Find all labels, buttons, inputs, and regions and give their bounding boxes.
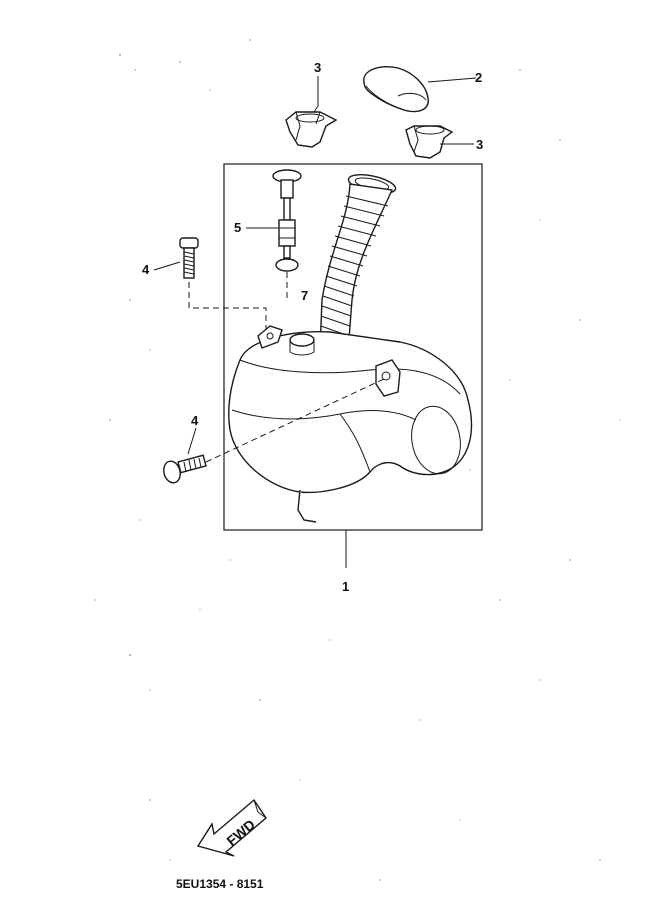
oil-tank-part-1 [228, 325, 473, 523]
callout-part-3-left: 3 [314, 60, 321, 75]
leader-lines [153, 76, 477, 568]
grommet-part-3-left [285, 111, 338, 148]
callout-part-3-right: 3 [476, 137, 483, 152]
callout-part-2: 2 [475, 70, 482, 85]
assembly-line-upper-bolt [188, 282, 267, 330]
assembly-line-lower-bolt [205, 377, 387, 463]
callout-part-4-lower: 4 [191, 413, 199, 428]
callout-part-7: 7 [301, 288, 308, 303]
strainer-part-5 [272, 169, 302, 300]
callout-part-4-upper: 4 [142, 262, 150, 277]
scan-speckle [94, 39, 621, 881]
bolt-part-4-lower [163, 454, 207, 484]
callout-part-1: 1 [342, 579, 349, 594]
grommet-part-3-right [405, 125, 454, 159]
callout-part-5: 5 [234, 220, 241, 235]
fwd-direction-arrow: FWD [196, 798, 267, 857]
tank-assembly-box [223, 163, 483, 531]
diagram-code: 5EU1354 - 8151 [176, 877, 264, 891]
cap-part-2 [363, 66, 429, 113]
bolt-part-4-upper [179, 237, 199, 279]
